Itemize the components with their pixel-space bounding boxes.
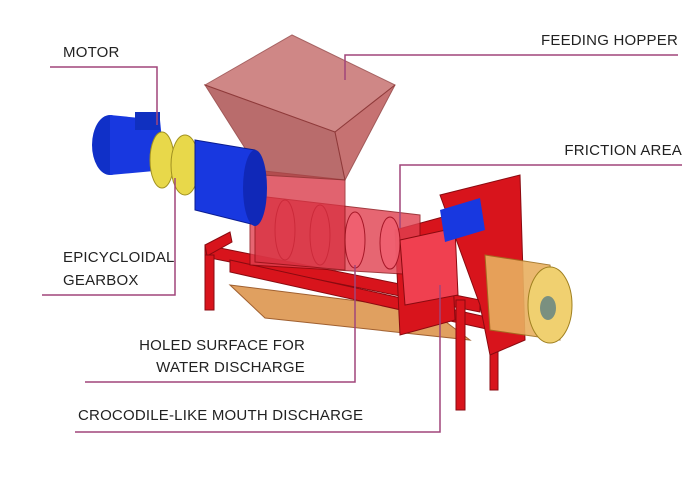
friction-area-box bbox=[399, 227, 459, 306]
epicycloidal-gearbox bbox=[149, 131, 200, 196]
label-holed-line2: WATER DISCHARGE bbox=[156, 359, 305, 376]
label-motor: MOTOR bbox=[63, 44, 120, 61]
label-friction-area: FRICTION AREA bbox=[564, 142, 682, 159]
hopper-leader-line bbox=[344, 54, 678, 80]
holed-leader-line bbox=[85, 265, 356, 383]
label-feeding-hopper: FEEDING HOPPER bbox=[541, 32, 678, 49]
friction-leader-line bbox=[399, 164, 682, 228]
motor-leader-line bbox=[50, 66, 158, 125]
feeding-hopper bbox=[203, 34, 396, 182]
crocodile-leader-line bbox=[75, 285, 441, 433]
label-gearbox-line2: GEARBOX bbox=[63, 272, 139, 289]
gearbox-leader-line bbox=[42, 178, 176, 296]
secondary-motor bbox=[440, 198, 485, 242]
label-crocodile-discharge: CROCODILE-LIKE MOUTH DISCHARGE bbox=[78, 407, 364, 424]
discharge-cylinder bbox=[484, 254, 573, 344]
label-gearbox-line1: EPICYCLOIDAL bbox=[63, 249, 175, 266]
label-holed-line1: HOLED SURFACE FOR bbox=[139, 337, 305, 354]
